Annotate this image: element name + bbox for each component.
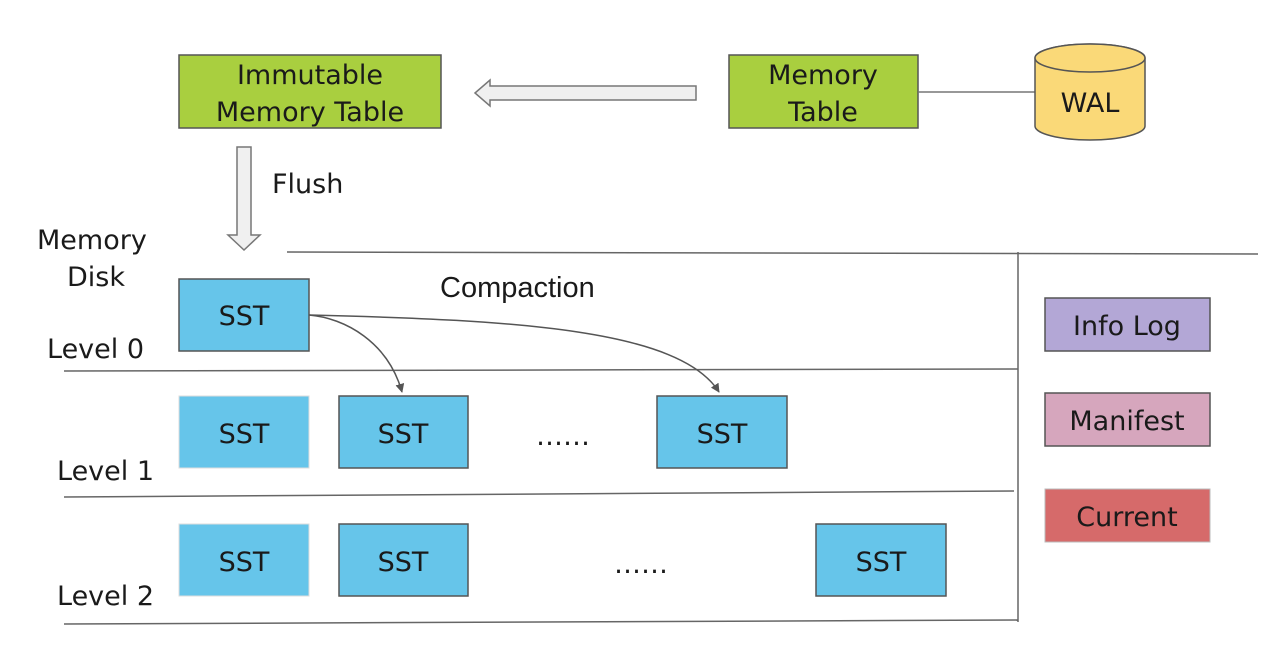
compaction-arrow-to-level-1-last [308, 314, 720, 393]
compaction-label: Compaction [440, 272, 595, 304]
level-0-divider [63, 368, 1019, 372]
level-1-sst-box-2 [338, 395, 469, 469]
flush-arrow [226, 146, 262, 252]
info-log-box [1044, 297, 1211, 352]
memory-table-box [728, 54, 919, 129]
wal-label: WAL [1061, 88, 1120, 119]
info-log-label: Info Log [1073, 311, 1181, 342]
level-1-divider [63, 490, 1015, 498]
memory-label: Memory [37, 225, 147, 256]
level-2-label: Level 2 [57, 581, 154, 612]
level-1-ellipsis: …… [536, 421, 590, 452]
level-1-sst-box-1 [178, 395, 310, 469]
level-2-sst-box-1 [178, 523, 310, 597]
immutable-memory-table-label-line-1: Immutable [237, 60, 383, 91]
immutable-memory-table-box [178, 54, 442, 129]
level-2-sst-label-2: SST [378, 547, 429, 578]
flush-label: Flush [272, 169, 343, 200]
manifest-label: Manifest [1069, 406, 1184, 437]
level-2-sst-box-2 [338, 523, 469, 597]
level-0-sst-box [178, 278, 310, 352]
level-1-sst-label-1: SST [219, 419, 270, 450]
memory-disk-divider [286, 251, 1259, 255]
level-0-label: Level 0 [47, 334, 144, 365]
level-0-sst-label: SST [219, 301, 270, 332]
level-2-ellipsis: …… [614, 549, 668, 580]
memory-table-label-line-1: Memory [768, 60, 878, 91]
disk-label: Disk [67, 262, 125, 293]
level-2-sst-label-3: SST [856, 547, 907, 578]
immutable-memory-table-label-line-2: Memory Table [216, 97, 404, 128]
level-2-sst-label-1: SST [219, 547, 270, 578]
wal-cylinder-icon [1034, 43, 1146, 141]
manifest-box [1044, 392, 1211, 447]
current-label: Current [1076, 502, 1177, 533]
level-2-divider [63, 619, 1019, 625]
compaction-arrow-to-level-1-first [308, 314, 405, 393]
level-1-sst-label-3: SST [697, 419, 748, 450]
memtable-to-immutable-arrow [473, 78, 697, 108]
level-2-sst-box-3 [815, 523, 947, 597]
memory-table-label-line-2: Table [787, 97, 858, 128]
level-1-sst-box-3 [656, 395, 788, 469]
level-1-label: Level 1 [57, 456, 154, 487]
level-1-sst-label-2: SST [378, 419, 429, 450]
current-box [1044, 488, 1211, 543]
